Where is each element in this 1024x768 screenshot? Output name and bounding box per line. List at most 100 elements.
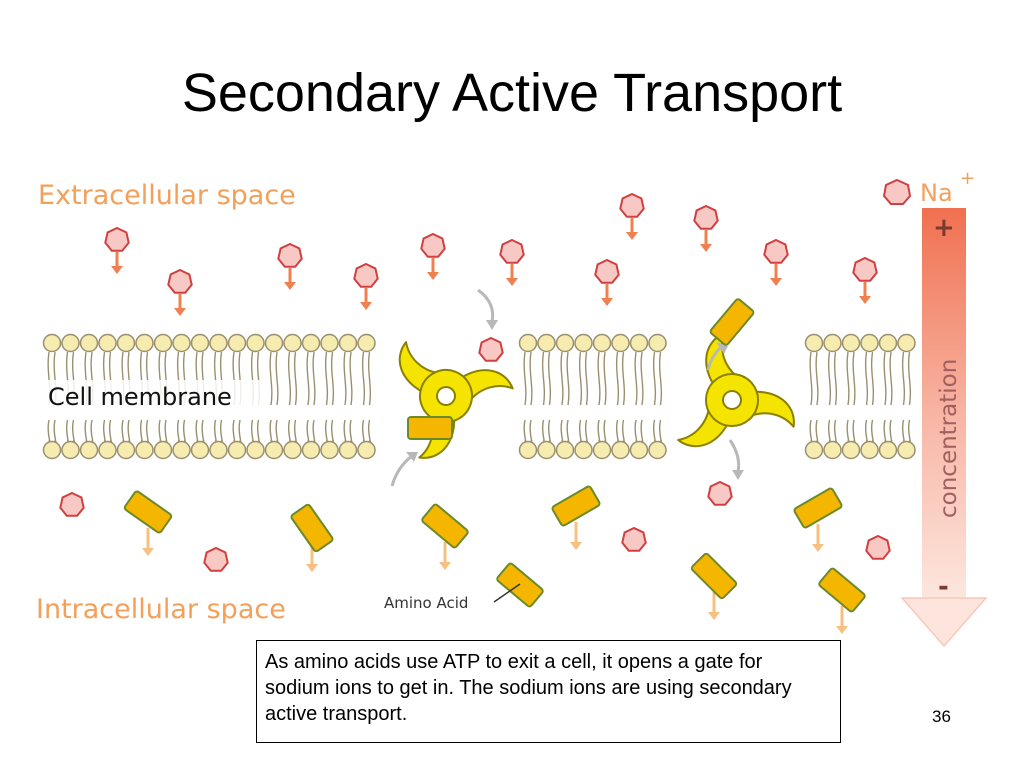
sodium-ion bbox=[763, 238, 789, 286]
ion-body bbox=[420, 232, 446, 258]
lipid-head bbox=[283, 440, 302, 460]
amino-arrow-head bbox=[708, 612, 720, 620]
ion-arrow-head bbox=[506, 278, 518, 286]
gradient-bar bbox=[922, 208, 966, 604]
sodium-ion bbox=[59, 491, 85, 517]
ion-body bbox=[104, 226, 130, 252]
amino-arrow-head bbox=[306, 564, 318, 572]
arrow-tip bbox=[732, 470, 744, 480]
phospholipid bbox=[897, 333, 916, 460]
lipid-head bbox=[153, 333, 173, 353]
lipid-head bbox=[537, 333, 556, 353]
lipid-head bbox=[629, 440, 649, 460]
amino-entry-arrow bbox=[390, 452, 418, 487]
amino-acid bbox=[123, 490, 173, 556]
lipid-tail bbox=[195, 419, 205, 443]
lipid-head bbox=[648, 333, 667, 353]
lipid-tail bbox=[121, 419, 131, 443]
lipid-tail bbox=[827, 351, 838, 406]
lipid-tail bbox=[287, 351, 298, 406]
lipid-tail bbox=[213, 419, 224, 443]
intracellular-label: Intracellular space bbox=[36, 594, 286, 625]
lipid-head bbox=[592, 440, 612, 460]
amino-acid bbox=[709, 298, 755, 346]
lipid-head bbox=[135, 333, 154, 353]
sodium-ion bbox=[865, 534, 891, 560]
lipid-head bbox=[172, 440, 191, 460]
phospholipid bbox=[592, 333, 612, 460]
lipid-head bbox=[209, 440, 228, 460]
lipid-head bbox=[98, 333, 117, 353]
lipid-head bbox=[897, 440, 916, 460]
lipid-tail bbox=[883, 351, 893, 406]
lipid-head bbox=[804, 440, 824, 460]
lipid-head bbox=[804, 333, 824, 353]
lipid-head bbox=[61, 333, 80, 353]
lipid-head bbox=[537, 440, 556, 460]
ion-arrow-head bbox=[284, 282, 296, 290]
sodium-ion bbox=[499, 238, 525, 286]
lipid-tail bbox=[324, 351, 335, 406]
lipid-head bbox=[555, 440, 575, 460]
amino-acid bbox=[407, 416, 453, 440]
amino-body bbox=[551, 485, 601, 527]
arrow-curve bbox=[390, 454, 413, 487]
sodium-ion bbox=[478, 336, 504, 362]
lipid-head bbox=[116, 333, 136, 353]
arrow-tip bbox=[406, 452, 418, 462]
amino-arrow-head bbox=[812, 544, 824, 552]
sodium-ion bbox=[420, 232, 446, 280]
amino-body bbox=[123, 490, 173, 534]
lipid-head bbox=[629, 333, 649, 353]
lipid-tail bbox=[343, 419, 353, 443]
lipid-tail bbox=[139, 419, 150, 443]
ion-body bbox=[353, 262, 379, 288]
lipid-tail bbox=[361, 351, 372, 406]
ion-release-arrow bbox=[728, 439, 744, 480]
phospholipid bbox=[823, 333, 842, 460]
legend-ion-icon bbox=[882, 178, 912, 205]
lipid-head bbox=[190, 333, 210, 353]
protein-pore bbox=[436, 386, 456, 406]
phospholipid bbox=[555, 333, 575, 460]
phospholipid bbox=[357, 333, 376, 460]
lipid-head bbox=[823, 440, 842, 460]
amino-acid-pointer bbox=[493, 583, 521, 603]
lipid-tail bbox=[324, 419, 335, 443]
sodium-ion bbox=[167, 268, 193, 316]
lipid-head bbox=[611, 440, 630, 460]
ion-body bbox=[619, 192, 645, 218]
lipid-head bbox=[42, 440, 62, 460]
lipid-tail bbox=[560, 419, 570, 443]
sodium-ion bbox=[277, 242, 303, 290]
ion-body bbox=[59, 491, 85, 517]
lipid-head bbox=[61, 440, 80, 460]
phospholipid bbox=[648, 333, 667, 460]
amino-acid bbox=[818, 567, 866, 634]
lipid-tail bbox=[634, 419, 644, 443]
amino-acids bbox=[123, 298, 866, 634]
lipid-tail bbox=[158, 419, 168, 443]
phospholipid bbox=[518, 333, 538, 460]
lipid-head bbox=[897, 333, 916, 353]
lipid-tail bbox=[541, 419, 552, 443]
lipid-tail bbox=[652, 351, 663, 406]
sodium-ion bbox=[203, 546, 229, 572]
lipid-tail bbox=[615, 419, 626, 443]
phospholipid bbox=[804, 333, 824, 460]
ion-arrow-head bbox=[601, 298, 613, 306]
caption-box: As amino acids use ATP to exit a cell, i… bbox=[256, 640, 841, 743]
lipid-tail bbox=[523, 351, 533, 406]
amino-body bbox=[793, 487, 843, 529]
phospholipid bbox=[61, 333, 80, 460]
movement-arrows bbox=[390, 288, 744, 487]
phospholipid bbox=[172, 333, 191, 460]
phospholipid bbox=[283, 333, 302, 460]
lipid-head bbox=[227, 440, 247, 460]
lipid-head bbox=[841, 440, 861, 460]
sodium-ion bbox=[104, 226, 130, 274]
lipid-tail bbox=[541, 351, 552, 406]
sodium-ions bbox=[59, 192, 891, 572]
lipid-tail bbox=[597, 419, 607, 443]
lipid-tail bbox=[47, 419, 57, 443]
